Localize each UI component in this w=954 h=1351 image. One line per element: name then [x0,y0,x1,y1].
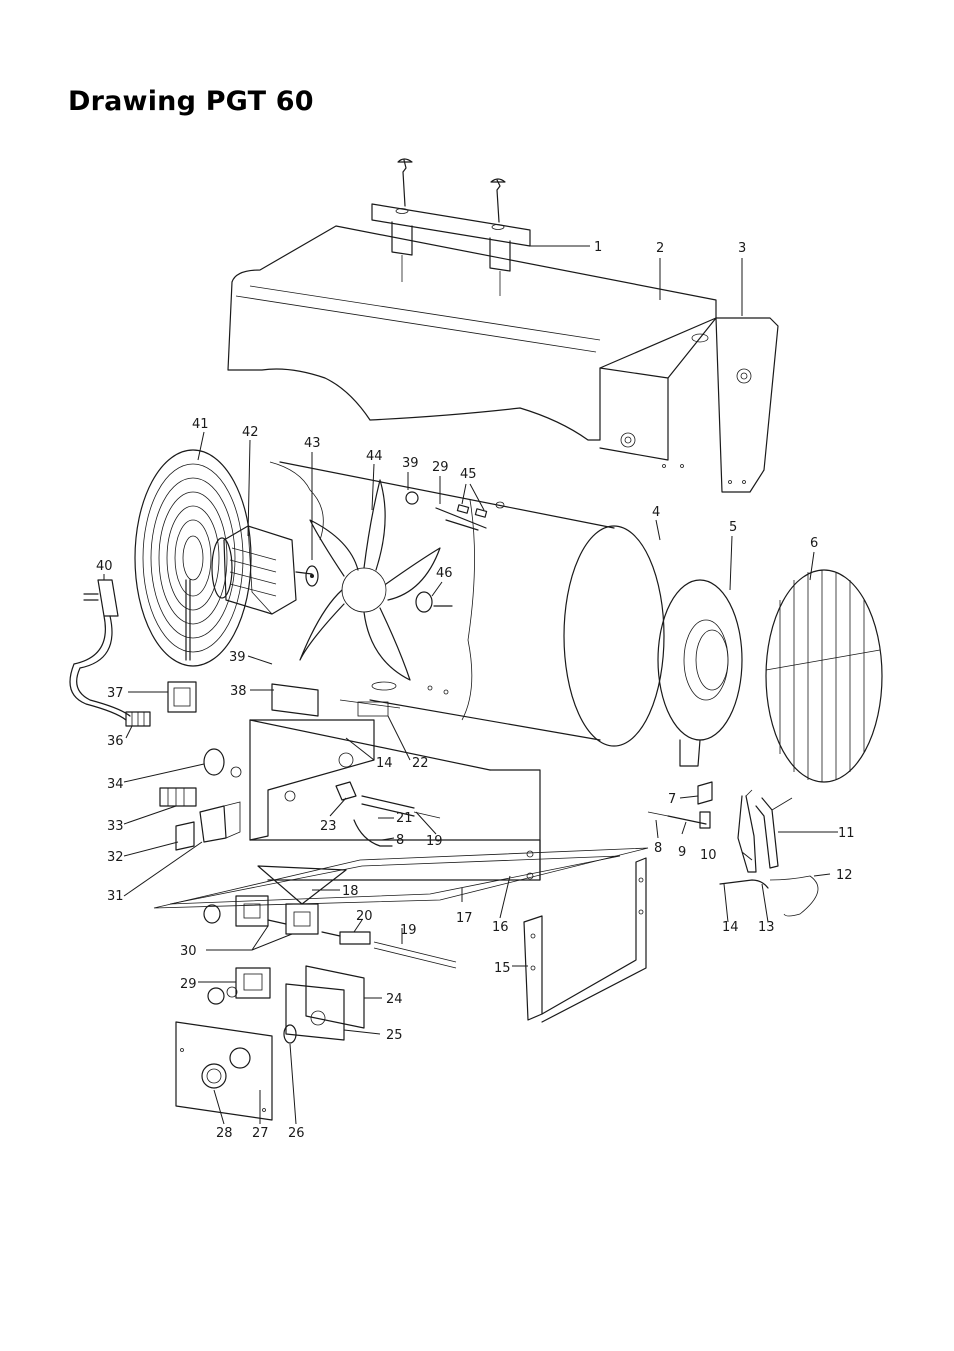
callout-label-44: 44 [366,449,383,464]
callout-label-13: 13 [758,920,775,935]
callout-label-3: 3 [738,241,746,256]
callout-label-5: 5 [729,520,737,535]
callout-label-34: 34 [107,777,124,792]
callout-label-8a: 8 [396,833,404,848]
gas-line-part [335,781,441,847]
callout-labels: 1 2 3 41 42 43 44 39 29 45 4 5 6 40 46 3… [96,240,855,1141]
callout-label-39a: 39 [402,456,419,471]
callout-label-46: 46 [436,566,453,581]
switch-part [167,681,197,713]
callout-label-40: 40 [96,559,113,574]
fan-hub-part [305,565,319,587]
callout-label-24: 24 [386,992,403,1007]
callout-label-25: 25 [386,1028,403,1043]
callout-label-29a: 29 [432,460,449,475]
callout-label-19b: 19 [400,923,417,938]
callout-label-27: 27 [252,1126,269,1141]
callout-label-32: 32 [107,850,124,865]
callout-label-16: 16 [492,920,509,935]
callout-label-6: 6 [810,536,818,551]
callout-label-19a: 19 [426,834,443,849]
fan-blade-part [299,479,441,681]
side-bracket-part [691,317,779,493]
burner-nozzle-part [657,579,743,767]
electrical-box-part [271,683,401,717]
callout-label-23: 23 [320,819,337,834]
callout-label-15: 15 [494,961,511,976]
heater-tube-part [269,461,665,747]
mounting-bracket-part [257,865,347,905]
solenoid-valve-part [203,895,457,969]
callout-label-12: 12 [836,868,853,883]
callout-label-4: 4 [652,505,660,520]
callout-label-31: 31 [107,889,124,904]
callout-label-14a: 14 [376,756,393,771]
callout-label-28: 28 [216,1126,233,1141]
control-box-part [207,965,365,1044]
callout-label-39b: 39 [229,650,246,665]
motor-part [211,525,313,615]
callout-label-29b: 29 [180,977,197,992]
electrode-part [719,789,819,917]
callout-label-1: 1 [594,240,602,255]
top-cover-part [227,225,717,468]
callout-label-38: 38 [230,684,247,699]
handle-part [371,158,531,296]
callout-label-7: 7 [668,792,676,807]
callout-label-22: 22 [412,756,429,771]
page-title: Drawing PGT 60 [68,86,314,117]
callout-label-10: 10 [700,848,717,863]
callout-leaders [103,245,838,1125]
callout-label-17: 17 [456,911,473,926]
callout-label-42: 42 [242,425,259,440]
callout-label-21: 21 [396,811,413,826]
cable-gland-part [125,711,151,727]
front-grill-part [765,569,883,783]
plug-cable-part [69,579,131,721]
screw-disc-part [415,591,453,613]
callout-label-18: 18 [342,884,359,899]
callout-label-14b: 14 [722,920,739,935]
regulator-fittings-part [159,748,242,851]
callout-label-9: 9 [678,845,686,860]
stand-part [523,857,647,1023]
rear-fan-guard-part [134,449,252,667]
callout-label-43: 43 [304,436,321,451]
nozzle-fittings-part [647,781,713,829]
callout-label-33: 33 [107,819,124,834]
front-panel-part [175,1021,273,1121]
chassis-frame-part [249,719,541,881]
callout-label-45: 45 [460,467,477,482]
callout-label-41: 41 [192,417,209,432]
callout-label-2: 2 [656,241,664,256]
callout-label-26: 26 [288,1126,305,1141]
top-fittings-part [405,491,505,531]
base-plate-part [153,847,649,909]
callout-label-8b: 8 [654,841,662,856]
callout-label-30: 30 [180,944,197,959]
callout-label-20: 20 [356,909,373,924]
callout-label-11: 11 [838,826,855,841]
callout-label-37: 37 [107,686,124,701]
callout-label-36: 36 [107,734,124,749]
